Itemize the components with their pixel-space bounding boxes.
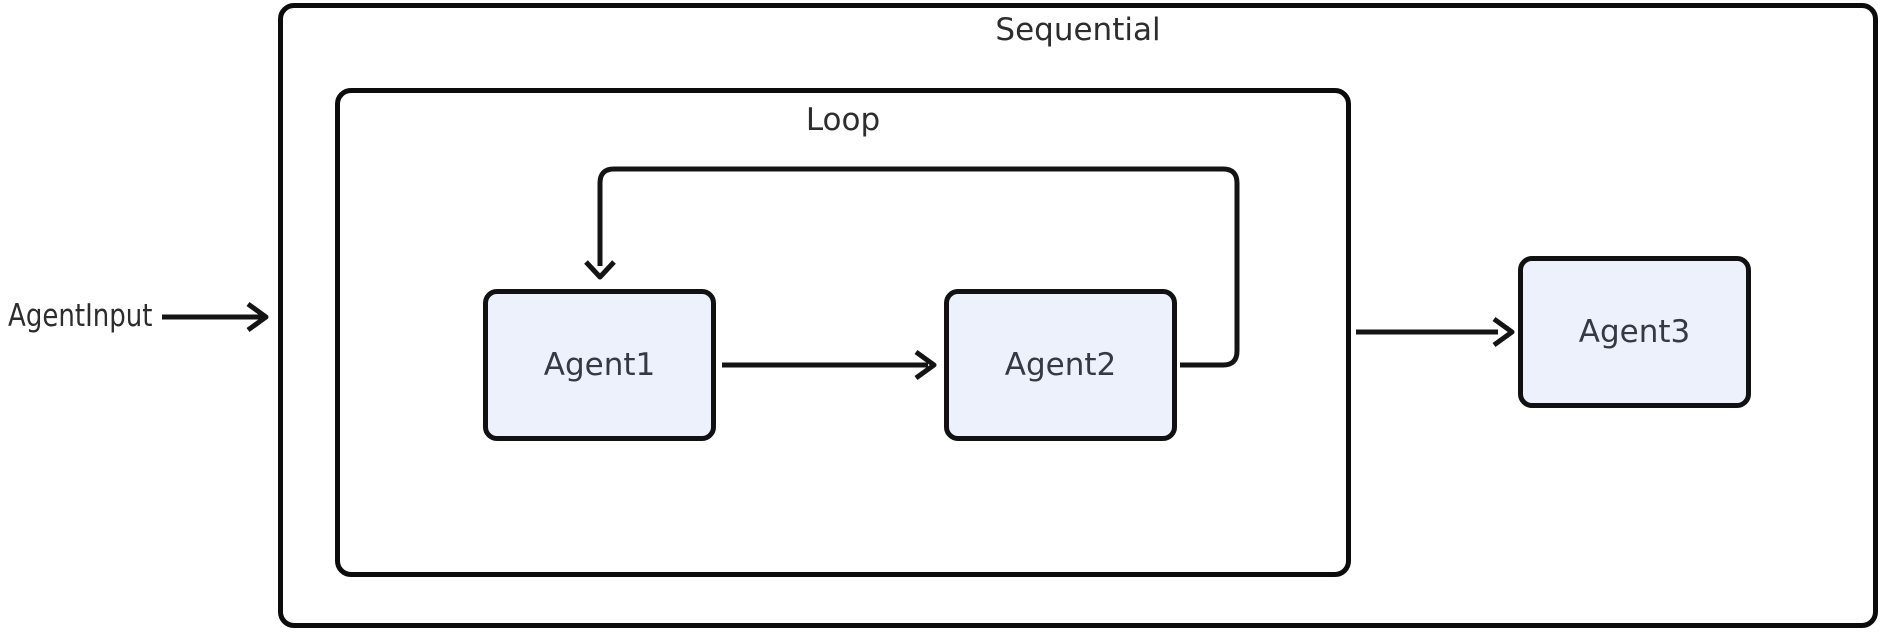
sequential-container: [278, 3, 1878, 628]
edge-agentinput-to-sequential: [162, 301, 269, 333]
node-agent3: Agent3: [1518, 256, 1751, 408]
arrowhead-right-icon: [246, 301, 269, 333]
sequential-label: Sequential: [995, 12, 1161, 48]
node-agent1-label: Agent1: [543, 347, 656, 383]
loop-container: [335, 88, 1351, 577]
node-agent3-label: Agent3: [1578, 314, 1691, 350]
node-agent2-label: Agent2: [1004, 347, 1117, 383]
node-agent2: Agent2: [944, 289, 1177, 441]
agent-input-label: AgentInput: [8, 298, 153, 334]
loop-label: Loop: [805, 102, 881, 138]
node-agent1: Agent1: [483, 289, 716, 441]
